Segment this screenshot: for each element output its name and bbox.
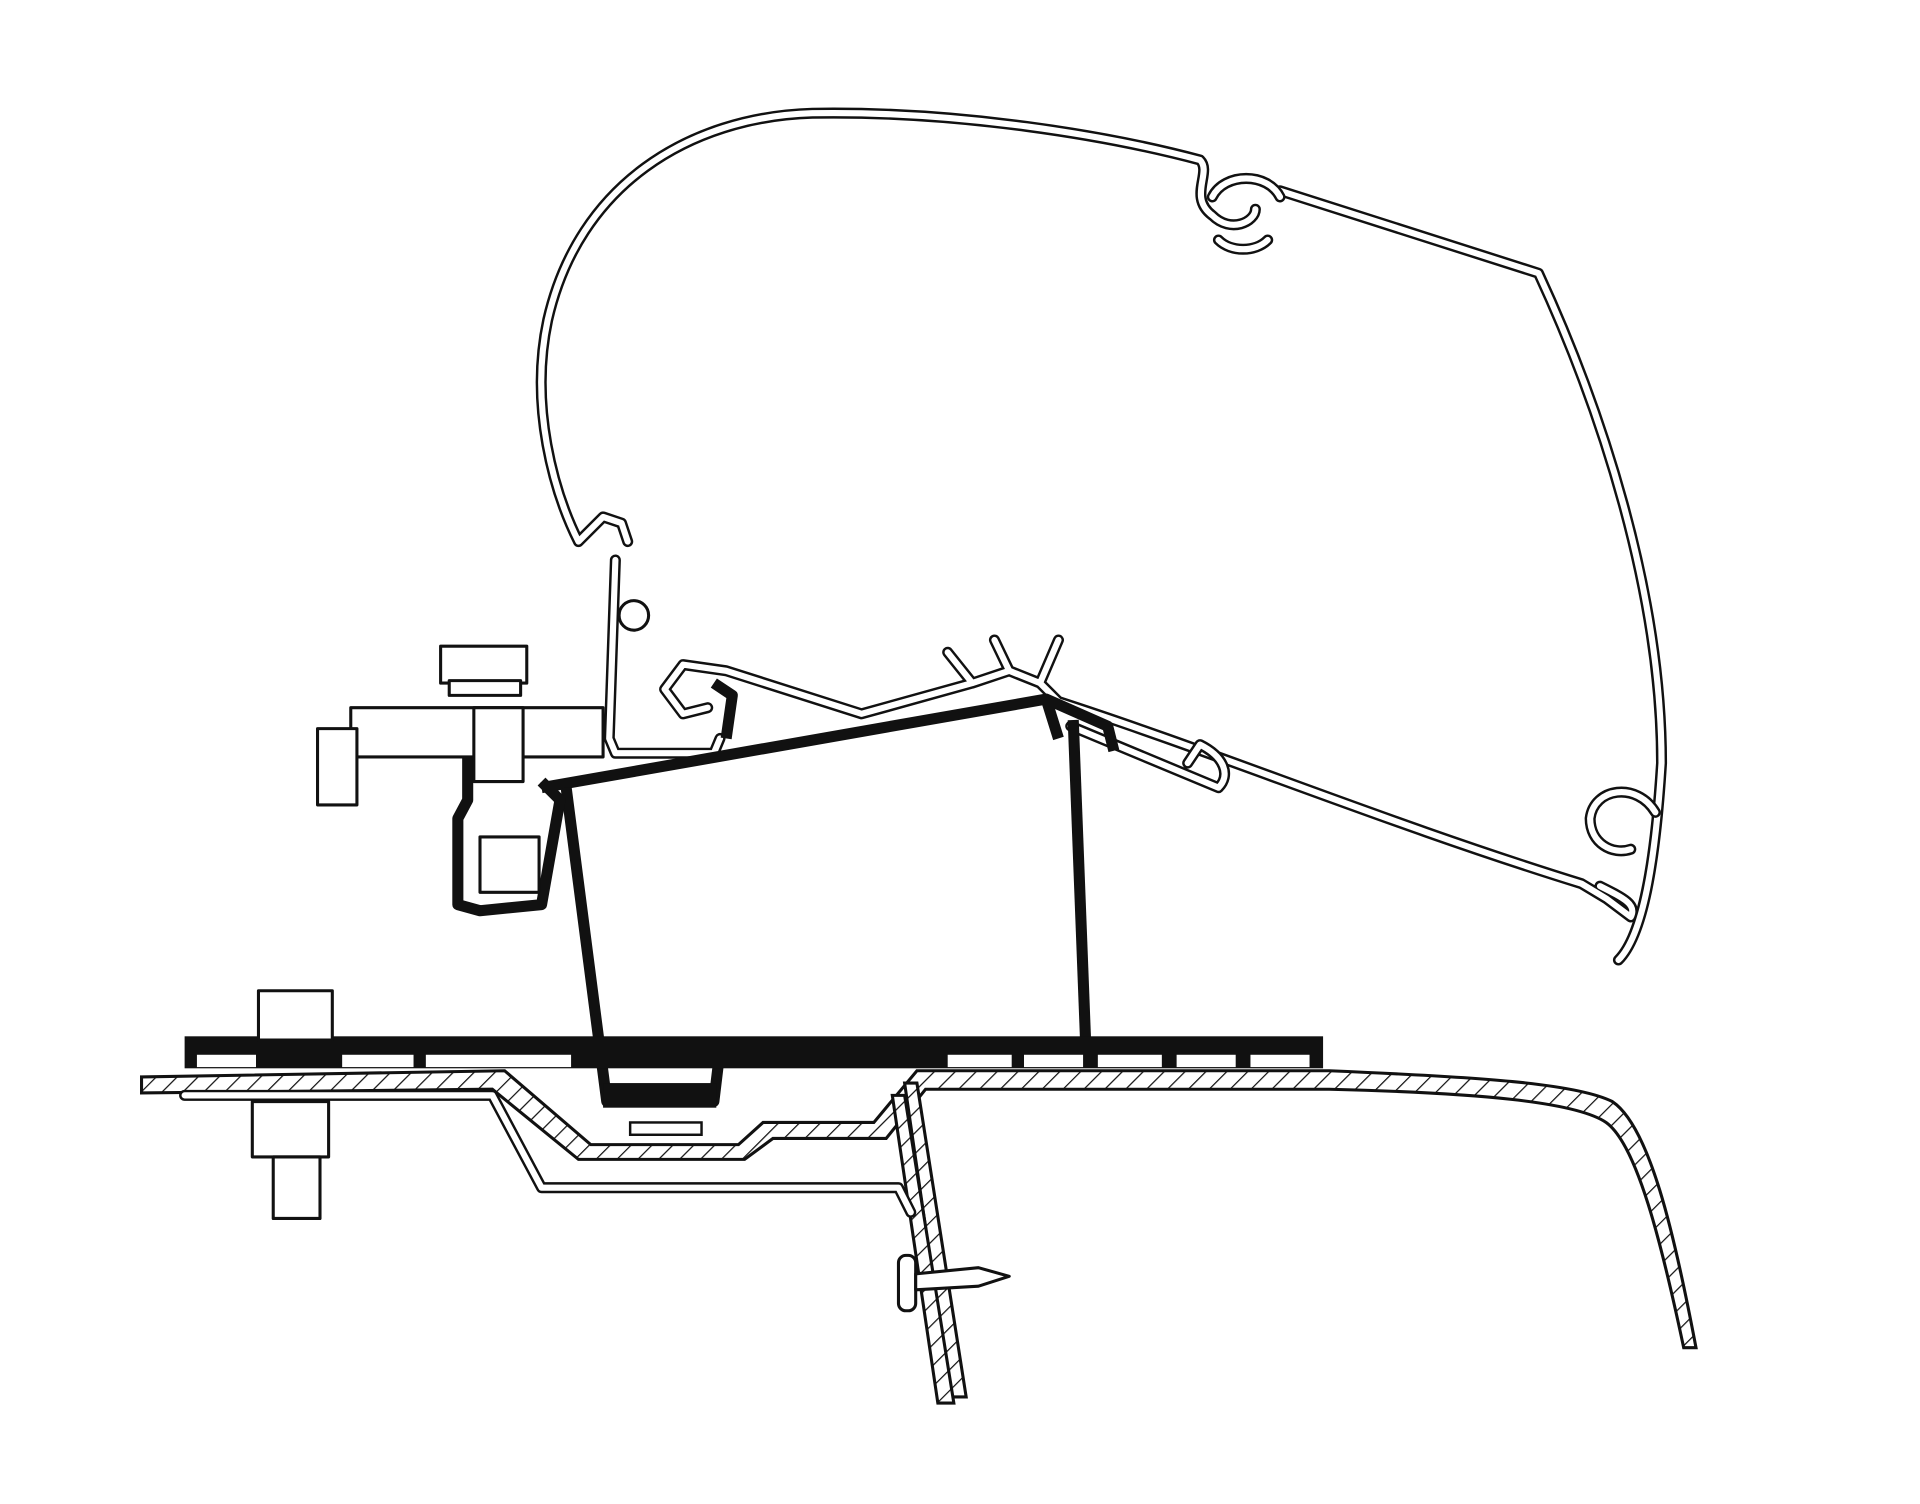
awning-casing [535, 107, 1668, 966]
keder-slot [617, 599, 651, 632]
nut-upper [472, 706, 525, 784]
roof-panel [140, 1069, 1698, 1405]
nut-lower [478, 835, 541, 894]
bolt-head-horizontal [316, 727, 359, 807]
mounting-bolts [250, 644, 605, 1221]
adapter-bracket [184, 678, 1324, 1137]
bolt-stud-base [271, 1155, 322, 1221]
bolt-head-base [256, 989, 334, 1042]
nut-top [439, 644, 529, 685]
screw [896, 1253, 1011, 1313]
